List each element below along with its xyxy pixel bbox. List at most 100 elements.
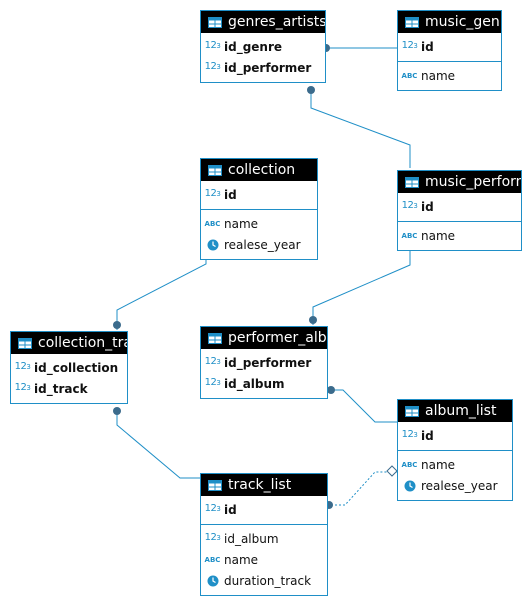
text-icon: ABC bbox=[401, 71, 418, 80]
table-icon bbox=[208, 16, 222, 28]
column-name: realese_year bbox=[421, 478, 498, 493]
clock-icon bbox=[401, 480, 418, 492]
column-name: name bbox=[224, 552, 259, 567]
clock-icon bbox=[204, 575, 221, 587]
entity-header[interactable]: music_performer bbox=[398, 171, 521, 193]
entity-title: music_genre bbox=[425, 14, 501, 30]
entity-header[interactable]: collection bbox=[201, 159, 317, 181]
link-music-performer-performer-album bbox=[312, 244, 411, 325]
text-icon: ABC bbox=[401, 460, 418, 469]
column-name: realese_year bbox=[224, 237, 301, 252]
clock-icon bbox=[204, 239, 221, 251]
entity-title: performer_album bbox=[228, 330, 327, 346]
column-name: name bbox=[421, 228, 456, 243]
link-end-dot bbox=[327, 386, 335, 394]
entity-header[interactable]: genres_artists bbox=[201, 11, 325, 33]
entity-header[interactable]: collection_track bbox=[11, 332, 127, 354]
entity-collection-track[interactable]: collection_track123id_collection123id_tr… bbox=[10, 331, 128, 404]
column-name: name bbox=[421, 68, 456, 83]
column-name: id_album bbox=[224, 531, 279, 546]
entity-header[interactable]: music_genre bbox=[398, 11, 501, 33]
text-icon: ABC bbox=[204, 555, 221, 564]
link-collection-track-track-list bbox=[116, 410, 201, 479]
entity-header[interactable]: album_list bbox=[398, 400, 512, 422]
link-end-dot bbox=[307, 86, 315, 94]
table-icon bbox=[208, 164, 222, 176]
entity-performer-album[interactable]: performer_album123id_performer123id_albu… bbox=[200, 326, 328, 399]
column-row[interactable]: duration_track bbox=[201, 570, 327, 591]
entity-title: album_list bbox=[425, 403, 497, 419]
column-name: id bbox=[421, 428, 434, 443]
column-name: id bbox=[421, 199, 434, 214]
table-icon bbox=[405, 16, 419, 28]
table-icon bbox=[208, 332, 222, 344]
entity-title: collection bbox=[228, 162, 296, 178]
entity-title: music_performer bbox=[425, 174, 521, 190]
link-end-dot bbox=[113, 321, 121, 329]
link-end-dot bbox=[113, 407, 121, 415]
table-icon bbox=[208, 479, 222, 491]
link-end-diamond bbox=[386, 465, 398, 477]
column-row[interactable]: realese_year bbox=[398, 475, 512, 496]
column-name: id bbox=[224, 187, 237, 202]
entity-header[interactable]: track_list bbox=[201, 474, 327, 496]
column-name: id_performer bbox=[224, 355, 312, 370]
column-name: id bbox=[421, 39, 434, 54]
column-name: name bbox=[421, 457, 456, 472]
table-icon bbox=[405, 405, 419, 417]
column-row[interactable]: realese_year bbox=[201, 234, 317, 255]
column-name: id_genre bbox=[224, 39, 283, 54]
link-collection-collection-track bbox=[116, 254, 207, 330]
column-name: id_track bbox=[34, 381, 88, 396]
link-genres-artists-music-performer bbox=[310, 90, 411, 168]
entity-title: track_list bbox=[228, 477, 292, 493]
text-icon: ABC bbox=[204, 219, 221, 228]
table-icon bbox=[405, 176, 419, 188]
entity-header[interactable]: performer_album bbox=[201, 327, 327, 349]
